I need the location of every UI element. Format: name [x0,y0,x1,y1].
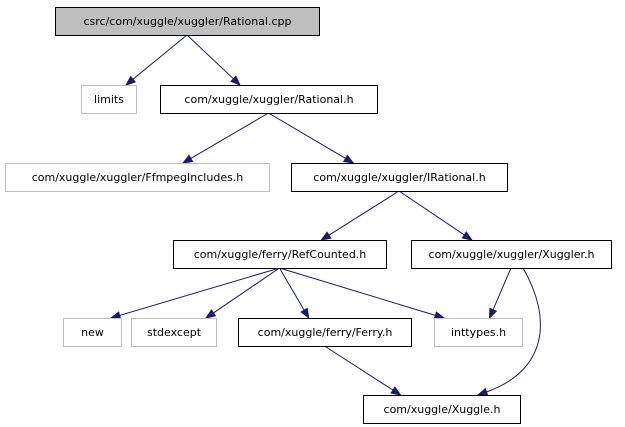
node-box [5,163,270,192]
arrowhead [489,307,498,320]
edge-line [279,267,436,316]
node-box [63,318,122,347]
edge-line [486,267,541,393]
node-label: stdexcept [147,326,202,339]
edge-irational_h-to-refcounted_h [320,190,400,241]
node-box [238,318,412,347]
edge-rational_h-to-ffmpeg_includes_h [181,112,269,164]
arrowhead [204,309,217,319]
node-label: limits [94,93,124,106]
arrowhead [476,387,489,396]
edge-line [119,267,280,316]
node-refcounted-h[interactable]: com/xuggle/ferry/RefCounted.h [173,240,387,269]
node-label: com/xuggle/xuggler/Xuggler.h [429,248,595,261]
edge-line [268,112,346,159]
node-label: com/xuggle/xuggler/IRational.h [313,171,485,184]
arrowhead [390,386,402,396]
edge-ferry_h-to-xuggle_h [324,345,402,396]
node-rational-cpp[interactable]: csrc/com/xuggle/xuggler/Rational.cpp [55,7,320,36]
node-label: com/xuggle/ferry/RefCounted.h [194,248,367,261]
node-box [81,85,137,114]
node-label: com/xuggle/ferry/Ferry.h [258,326,393,339]
node-xuggle-h[interactable]: com/xuggle/Xuggle.h [363,395,521,424]
edge-rational_cpp-to-rational_h [186,34,241,86]
node-box [55,7,320,36]
node-label: com/xuggle/xuggler/Rational.h [184,93,353,106]
node-stdexcept[interactable]: stdexcept [131,318,217,347]
node-box [434,318,523,347]
node-box [411,240,612,269]
edge-xuggler_h-to-inttypes_h [489,267,512,320]
node-label: csrc/com/xuggle/xuggler/Rational.cpp [83,15,291,28]
edges-layer [109,34,541,396]
arrowhead [342,154,355,164]
edge-line [132,34,188,80]
node-xuggler-h[interactable]: com/xuggle/xuggler/Xuggler.h [411,240,612,269]
edge-line [492,267,512,310]
arrowhead [320,231,332,241]
edge-rational_h-to-irational_h [268,112,355,164]
nodes-layer: csrc/com/xuggle/xuggler/Rational.cpp limi… [5,7,612,424]
arrowhead [109,311,122,320]
node-ferry-h[interactable]: com/xuggle/ferry/Ferry.h [238,318,412,347]
node-new[interactable]: new [63,318,122,347]
node-ffmpeg-includes-h[interactable]: com/xuggle/xuggler/FfmpegIncludes.h [5,163,270,192]
arrowhead [433,311,446,320]
edge-line [279,267,305,311]
edge-refcounted_h-to-stdexcept [204,267,280,319]
node-limits[interactable]: limits [81,85,137,114]
edge-line [328,190,400,236]
node-inttypes-h[interactable]: inttypes.h [434,318,523,347]
edge-line [213,267,280,314]
node-label: com/xuggle/Xuggle.h [384,403,501,416]
edge-line [190,112,269,159]
edge-irational_h-to-xuggler_h [398,190,473,241]
node-rational-h[interactable]: com/xuggle/xuggler/Rational.h [160,85,378,114]
node-box [173,240,387,269]
node-irational-h[interactable]: com/xuggle/xuggler/IRational.h [291,163,508,192]
edge-line [398,190,465,236]
edge-refcounted_h-to-ferry_h [279,267,310,320]
edge-rational_cpp-to-limits [124,34,188,86]
node-label: com/xuggle/xuggler/FfmpegIncludes.h [32,171,244,184]
arrowhead [124,75,137,86]
edge-refcounted_h-to-new [109,267,280,320]
node-box [160,85,378,114]
node-label: new [81,326,104,339]
node-box [363,395,521,424]
node-box [291,163,508,192]
arrowhead [181,154,194,164]
arrowhead [461,231,473,241]
arrowhead [300,307,310,320]
arrowhead [230,75,241,86]
edge-line [186,34,234,80]
node-box [131,318,217,347]
edge-line [324,345,394,391]
node-label: inttypes.h [451,326,506,339]
